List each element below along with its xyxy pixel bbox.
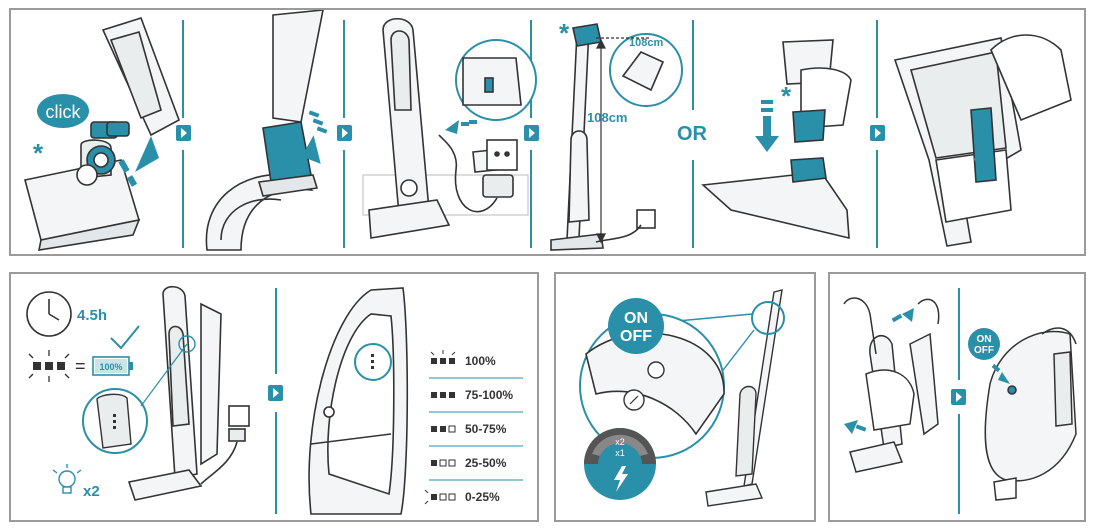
click-badge: click bbox=[37, 94, 89, 128]
led-callout bbox=[354, 343, 392, 381]
or-label: OR bbox=[677, 123, 708, 145]
battery-panel: 4.5h = 100% x2 bbox=[9, 272, 539, 522]
equals-sign: = bbox=[75, 356, 86, 376]
lift-arrow-icon bbox=[844, 308, 914, 434]
lightning-icon bbox=[614, 466, 628, 492]
led-level-row-25-50: 25-50% bbox=[431, 456, 507, 470]
on-off-button-badge: ON OFF bbox=[608, 298, 664, 354]
led-legend: 100% 75-100% 50-75% 25-50% 0-25% bbox=[424, 350, 523, 505]
detach-handheld-illustration bbox=[843, 297, 940, 473]
step5-illustration bbox=[701, 39, 852, 240]
check-icon bbox=[110, 325, 140, 350]
down-arrow-icon-step5 bbox=[755, 100, 779, 152]
next-step-arrow-icon bbox=[268, 385, 283, 401]
assembly-panel: click * bbox=[9, 8, 1086, 256]
down-arrow-icon bbox=[301, 110, 328, 164]
step3-illustration bbox=[362, 17, 537, 239]
led-level-row-100: 100% bbox=[430, 350, 496, 368]
height-label: 108cm bbox=[587, 110, 627, 125]
clock-icon bbox=[26, 291, 72, 337]
led-level-label: 50-75% bbox=[465, 422, 507, 436]
down-arrow-icon-step6 bbox=[973, 144, 989, 170]
step2-illustration bbox=[205, 10, 324, 251]
led-level-row-0-25: 0-25% bbox=[424, 489, 500, 505]
led-zoom-callout bbox=[82, 335, 196, 454]
next-step-arrow-icon bbox=[951, 389, 966, 405]
handheld-vacuum-illustration bbox=[984, 327, 1077, 501]
next-step-arrow-icon bbox=[176, 125, 885, 141]
height-dimension bbox=[596, 37, 651, 244]
led-level-label: 75-100% bbox=[465, 388, 513, 402]
step6-illustration bbox=[893, 34, 1072, 247]
led-level-label: 25-50% bbox=[465, 456, 507, 470]
speed-x2-label: x2 bbox=[615, 437, 625, 447]
attention-marker-step4: * bbox=[559, 18, 570, 48]
attention-marker-step5: * bbox=[781, 81, 792, 111]
step4-illustration bbox=[550, 23, 683, 251]
attention-marker: * bbox=[33, 138, 44, 168]
handle-closeup-illustration bbox=[308, 287, 409, 515]
blink-count: x2 bbox=[83, 483, 100, 500]
charge-time: 4.5h bbox=[77, 307, 107, 324]
speed-x1-label: x1 bbox=[615, 448, 625, 458]
press-arrow-icon bbox=[991, 363, 1010, 384]
handheld-panel: ON OFF bbox=[828, 272, 1086, 522]
handheld-on-label: ON bbox=[977, 334, 992, 345]
led-level-label: 0-25% bbox=[465, 490, 500, 504]
power-panel: ON OFF x2 x1 bbox=[554, 272, 816, 522]
handheld-off-label: OFF bbox=[974, 345, 994, 356]
battery-full-label: 100% bbox=[99, 362, 122, 372]
off-label: OFF bbox=[620, 328, 652, 345]
battery-full-icon bbox=[92, 356, 133, 376]
handheld-on-off-badge: ON OFF bbox=[968, 328, 1000, 360]
led-indicator-icon bbox=[28, 350, 70, 382]
step1-illustration bbox=[24, 17, 180, 251]
led-level-label: 100% bbox=[465, 354, 496, 368]
upright-vacuum-illustration bbox=[705, 289, 783, 507]
charging-vacuum-illustration bbox=[127, 285, 250, 501]
click-label: click bbox=[46, 102, 82, 122]
on-label: ON bbox=[624, 310, 648, 327]
led-level-row-75-100: 75-100% bbox=[431, 388, 513, 402]
plug-arrow-icon bbox=[445, 120, 477, 134]
push-arrow-icon bbox=[118, 136, 159, 187]
light-bulb-icon bbox=[52, 464, 82, 494]
speed-selector-icon: x2 x1 bbox=[584, 428, 656, 500]
led-level-row-50-75: 50-75% bbox=[431, 422, 507, 436]
height-callout-label: 108cm bbox=[629, 37, 663, 49]
